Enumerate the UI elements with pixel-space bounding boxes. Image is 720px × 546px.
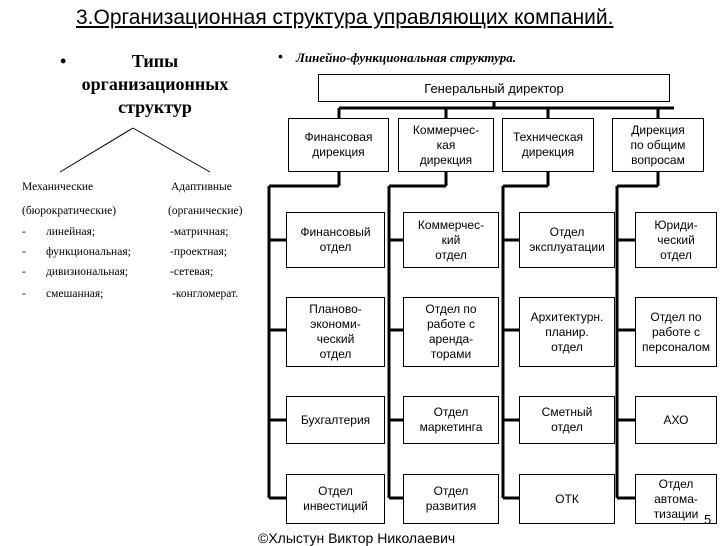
adaptive-item: -конгломерат. [172,288,239,300]
dept-planning-economic: Планово- экономи- ческий отдел [286,297,385,367]
dept-finance: Финансовый отдел [286,212,385,268]
adaptive-subheader: (органические) [168,205,243,217]
dept-automation: Отдел автома- тизации [635,474,717,524]
types-heading: • Типы организационных структур [60,50,250,119]
footer-copyright: ©Хлыстун Виктор Николаевич [258,530,456,546]
mechanical-item: функциональная; [46,246,131,258]
adaptive-item: -матричная; [170,226,229,238]
mechanical-header: Механические [22,181,94,193]
slide-title: 3.Организационная структура управляющих … [76,6,614,29]
dept-investments: Отдел инвестиций [286,474,385,524]
types-heading-text: Типы организационных структур [81,51,229,117]
dept-admin: АХО [635,396,717,444]
ceo-box: Генеральный директор [318,74,670,102]
dept-operations: Отдел эксплуатации [519,212,615,268]
adaptive-header: Адаптивные [171,181,232,193]
list-dash: - [22,226,26,238]
dept-quality-control: ОТК [519,474,615,524]
directorate-general: Дирекция по общим вопросам [612,118,704,172]
list-dash: - [22,266,26,278]
page-number: 5 [704,512,712,527]
directorate-commercial: Коммерчес- кая дирекция [398,118,494,172]
bullet: • [60,51,67,71]
mechanical-item: смешанная; [46,288,104,300]
dept-commercial: Коммерчес- кий отдел [403,212,499,268]
bullet: • [278,48,283,64]
structure-heading: Линейно-функциональная структура. [296,50,516,65]
dept-development: Отдел развития [403,474,499,524]
dept-architecture-planning: Архитектурн. планир. отдел [519,297,615,367]
dept-accounting: Бухгалтерия [286,396,385,444]
adaptive-item: -проектная; [170,246,227,258]
dept-estimates: Сметный отдел [519,396,615,444]
adaptive-item: -сетевая; [170,266,214,278]
mechanical-item: дивизиональная; [46,266,129,278]
dept-personnel: Отдел по работе с персоналом [635,297,717,367]
list-dash: - [22,288,26,300]
mechanical-item: линейная; [46,226,96,238]
directorate-technical: Техническая дирекция [502,118,594,172]
directorate-finance: Финансовая дирекция [288,118,389,172]
dept-marketing: Отдел маркетинга [403,396,499,444]
dept-legal: Юриди- ческий отдел [635,212,717,268]
mechanical-subheader: (бюрократические) [22,205,117,217]
list-dash: - [22,246,26,258]
dept-tenants: Отдел по работе с аренда- торами [403,297,499,367]
